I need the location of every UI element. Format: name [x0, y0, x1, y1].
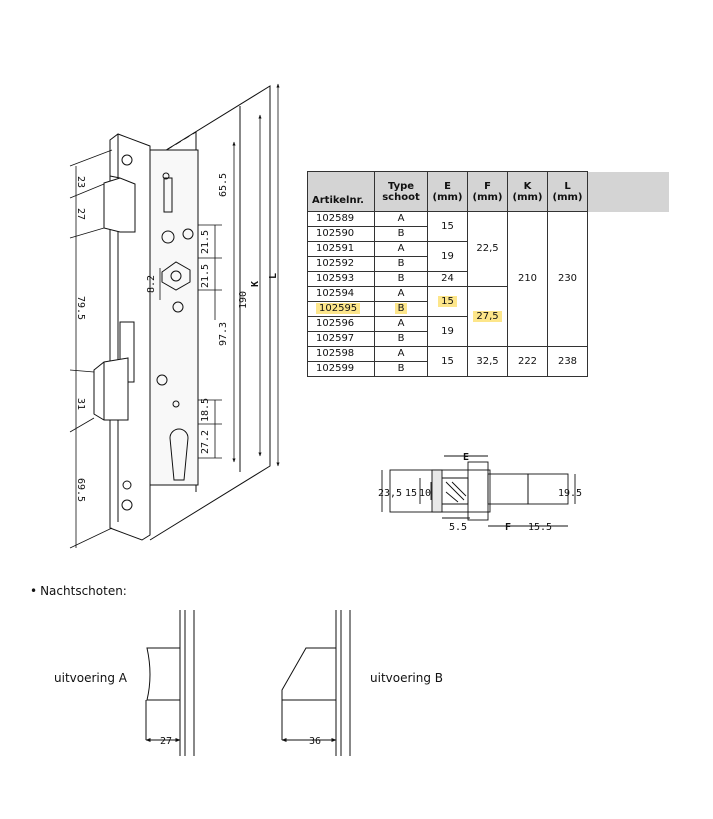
e-cell: 15 [427, 211, 468, 242]
dim-65-5: 65.5 [218, 173, 229, 197]
article-number: 102599 [307, 361, 375, 377]
type-cell: B [374, 271, 428, 287]
header-artikelnr: Artikelnr. [307, 171, 375, 212]
article-number: 102594 [307, 286, 375, 302]
type-cell-highlighted: B [374, 301, 428, 317]
dim-27-2: 27.2 [200, 430, 211, 454]
bullet-icon: • [30, 584, 38, 598]
dim-190: 190 [238, 291, 249, 309]
article-number: 102589 [307, 211, 375, 227]
dim-31: 31 [75, 398, 86, 410]
dim-5-5: 5.5 [449, 522, 467, 533]
dim-21-5-b: 21.5 [200, 264, 211, 288]
dim-21-5-a: 21.5 [200, 230, 211, 254]
dim-15: 15 [405, 488, 417, 499]
f-cell: 22,5 [467, 211, 508, 287]
k-cell: 222 [507, 346, 548, 377]
cross-section-labels: E F 23,5 15 10 19.5 5.5 15.5 [378, 452, 582, 533]
k-cell: 210 [507, 211, 548, 347]
night-latches-title: •Nachtschoten: [30, 584, 127, 598]
article-number: 102591 [307, 241, 375, 257]
article-number: 102596 [307, 316, 375, 332]
e-cell: 15 [427, 346, 468, 377]
f-cell: 32,5 [467, 346, 508, 377]
type-cell: B [374, 331, 428, 347]
dim-19-5: 19.5 [558, 488, 582, 499]
dim-79-5: 79.5 [75, 296, 86, 320]
table-row: 102594 A 15 27,5 [307, 286, 669, 347]
type-cell: A [374, 286, 428, 302]
table-row: 102599 B [307, 361, 669, 377]
type-cell: A [374, 316, 428, 332]
article-number: 102590 [307, 226, 375, 242]
e-cell: 19 [427, 241, 468, 272]
label-e: E [463, 452, 469, 463]
header-f: F(mm) [467, 171, 508, 212]
l-cell: 238 [547, 346, 588, 377]
dim-27-latch-a: 27 [160, 736, 172, 747]
table-row: 102590 B [307, 226, 669, 242]
l-cell: 230 [547, 211, 588, 347]
dim-23-5: 23,5 [378, 488, 402, 499]
variant-b-label: uitvoering B [370, 671, 444, 685]
lock-body-drawing [93, 85, 271, 541]
f-cell-highlighted: 27,5 [467, 286, 508, 347]
header-filler [587, 171, 669, 212]
lock-dimension-labels: 23 27 79.5 31 69.5 65.5 21.5 21.5 8.2 97… [75, 173, 279, 502]
variant-a-label: uitvoering A [54, 671, 127, 685]
e-cell-highlighted: 15 [427, 286, 468, 317]
lock-dimension-lines [69, 83, 280, 549]
header-k: K(mm) [507, 171, 548, 212]
dim-18-5: 18.5 [200, 398, 211, 422]
header-e: E(mm) [427, 171, 468, 212]
table-row: 102589 A 15 22,5 210 230 [307, 211, 669, 347]
dim-10: 10 [419, 488, 431, 499]
article-number: 102597 [307, 331, 375, 347]
e-cell: 19 [427, 316, 468, 347]
dim-97-3: 97.3 [218, 322, 229, 346]
dim-36-latch-b: 36 [309, 736, 321, 747]
dim-23: 23 [75, 176, 86, 188]
dim-k: K [250, 281, 261, 287]
night-latch-a-drawing [145, 610, 195, 756]
type-cell: A [374, 211, 428, 227]
cross-section-drawing [381, 455, 576, 527]
e-cell: 24 [427, 271, 468, 287]
dim-l: L [268, 273, 279, 279]
table-row: 102593 B 24 [307, 271, 669, 287]
table-row: 102598 A 15 32,5 222 238 [307, 346, 669, 377]
header-l: L(mm) [547, 171, 588, 212]
article-number: 102592 [307, 256, 375, 272]
dim-69-5: 69.5 [75, 478, 86, 502]
dim-15-5: 15.5 [528, 522, 552, 533]
article-number: 102593 [307, 271, 375, 287]
type-cell: B [374, 361, 428, 377]
type-cell: B [374, 226, 428, 242]
label-f: F [505, 522, 511, 533]
night-latch-b-drawing [281, 610, 351, 756]
dim-8-2: 8.2 [146, 275, 157, 293]
dim-27: 27 [75, 208, 86, 220]
type-cell: A [374, 346, 428, 362]
article-number: 102598 [307, 346, 375, 362]
night-latches-title-text: Nachtschoten: [40, 584, 127, 598]
type-cell: A [374, 241, 428, 257]
article-number-highlighted: 102595 [307, 301, 375, 317]
type-cell: B [374, 256, 428, 272]
